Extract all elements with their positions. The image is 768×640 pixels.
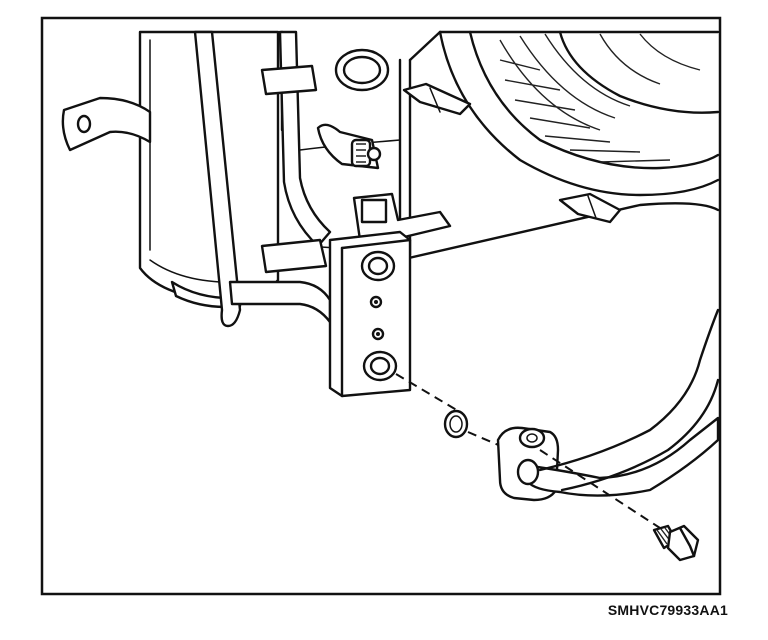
hex-bolt[interactable] (652, 524, 700, 562)
pressure-switch (316, 123, 382, 170)
refrigerant-line-far-right (538, 308, 720, 492)
vertical-pipe-left (193, 30, 242, 328)
mounting-bracket (61, 96, 152, 152)
bracket-tab (352, 192, 452, 242)
shroud-clip-lower (558, 192, 622, 224)
upper-port (360, 250, 396, 282)
shroud-clip-upper (402, 82, 472, 116)
assembly-line-port (395, 373, 461, 413)
fan-shroud (408, 30, 720, 197)
threaded-hole-lower (371, 327, 385, 341)
diagram-border (40, 16, 722, 596)
pipe-ring-fitting (334, 48, 390, 92)
lower-port (362, 350, 398, 382)
o-ring-seal[interactable] (443, 409, 469, 439)
refrigerant-line-right (516, 416, 720, 497)
refrigerant-line-upper (260, 30, 332, 248)
figure-id-label: SMHVC79933AA1 (607, 602, 728, 618)
assembly-line-bolt (539, 449, 661, 529)
threaded-hole-upper (369, 295, 383, 309)
